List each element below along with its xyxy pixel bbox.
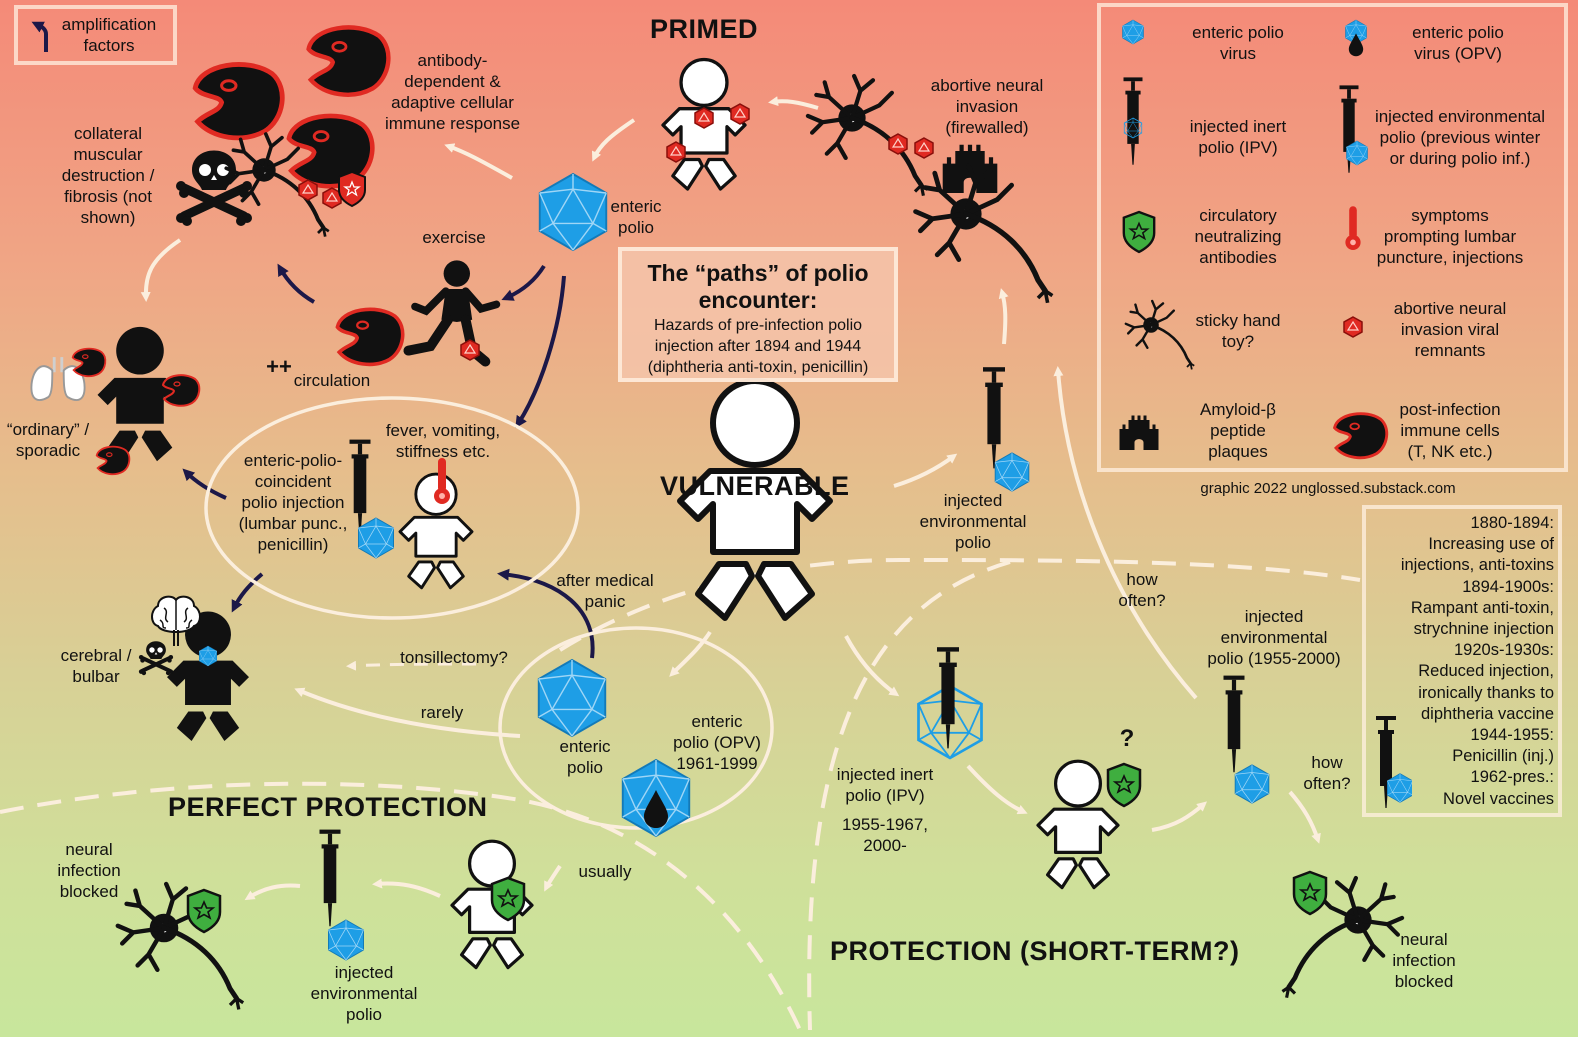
legend-item-line: enteric polio bbox=[1412, 23, 1504, 42]
timeline-line: 1920s-1930s: bbox=[1454, 641, 1554, 660]
legend-item-enteric-polio-virus: enteric polio virus bbox=[1162, 22, 1314, 64]
label-circulation-plus: ++ bbox=[266, 354, 292, 379]
legend-item-line: puncture, injections bbox=[1376, 248, 1524, 267]
legend-item-line: prompting lumbar bbox=[1383, 227, 1517, 246]
timeline-line: diphtheria vaccine bbox=[1421, 704, 1554, 723]
legend-item-line: polio (previous winter bbox=[1379, 128, 1541, 147]
legend-box bbox=[1097, 3, 1568, 472]
timeline-line: Increasing use of bbox=[1428, 535, 1554, 554]
label-question-mark: ? bbox=[1119, 725, 1135, 752]
label-ipv-years: 1955-1967,2000- bbox=[841, 815, 929, 855]
amplification-box bbox=[14, 5, 177, 65]
timeline-box bbox=[1362, 505, 1562, 817]
legend-item-remnant: abortive neural invasion viral remnants bbox=[1360, 298, 1540, 361]
legend-item-line: polio (IPV) bbox=[1198, 138, 1278, 157]
timeline-line: 1894-1900s: bbox=[1462, 577, 1554, 596]
subtitle-line-2: injection after 1894 and 1944 bbox=[654, 338, 862, 355]
timeline-line: Reduced injection, bbox=[1418, 662, 1554, 681]
legend-item-line: injected environmental bbox=[1374, 107, 1546, 126]
timeline-syringe-icon bbox=[1376, 716, 1412, 808]
legend-item-line: virus (OPV) bbox=[1414, 44, 1502, 63]
legend-item-line: post-infection bbox=[1399, 400, 1501, 419]
amplification-label: amplification factors bbox=[61, 15, 157, 55]
heading-vulnerable: VULNERABLE bbox=[660, 471, 850, 501]
legend-item-line: antibodies bbox=[1199, 248, 1277, 267]
legend-item-line: peptide bbox=[1210, 421, 1266, 440]
legend-item-line: neutralizing bbox=[1194, 227, 1282, 246]
timeline-line: Rampant anti-toxin, bbox=[1410, 598, 1554, 617]
amplification-arrow-icon bbox=[31, 21, 48, 52]
subtitle-line-3: (diphtheria anti-toxin, penicillin) bbox=[647, 359, 869, 376]
heading-perfect-protection: PERFECT PROTECTION bbox=[168, 792, 488, 822]
legend-item-line: abortive neural bbox=[1393, 299, 1507, 318]
label-fever-vomiting: fever, vomiting,stiffness etc. bbox=[385, 421, 501, 461]
legend-item-line: Amyloid-β bbox=[1200, 400, 1276, 419]
legend-item-line: injected inert bbox=[1189, 117, 1287, 136]
timeline-line: Novel vaccines bbox=[1443, 789, 1554, 808]
legend-item-line: invasion viral bbox=[1400, 320, 1500, 339]
legend-item-line: (T, NK etc.) bbox=[1407, 442, 1493, 461]
label-usually: usually bbox=[578, 862, 632, 881]
legend-item-castle: Amyloid-β peptide plaques bbox=[1162, 399, 1314, 462]
legend-item-line: or during polio inf.) bbox=[1389, 149, 1531, 168]
timeline-line: 1962-pres.: bbox=[1470, 768, 1554, 787]
label-cerebral-bulbar: cerebral /bulbar bbox=[60, 646, 132, 686]
timeline-line: 1880-1894: bbox=[1470, 514, 1555, 532]
title-line-2: encounter: bbox=[698, 287, 818, 313]
timeline-line: Penicillin (inj.) bbox=[1452, 747, 1554, 766]
heading-primed: PRIMED bbox=[650, 14, 759, 44]
legend-item-line: sticky hand bbox=[1195, 311, 1281, 330]
legend-item-injected-ipv: injected inert polio (IPV) bbox=[1162, 116, 1314, 158]
legend-item-thermometer: symptoms prompting lumbar puncture, inject… bbox=[1360, 205, 1540, 268]
legend-item-neuron: sticky hand toy? bbox=[1162, 310, 1314, 352]
legend-item-shield-antibody: circulatory neutralizing antibodies bbox=[1162, 205, 1314, 268]
title-box: The “paths” of polio encounter: Hazards … bbox=[618, 247, 898, 382]
timeline-line: strychnine injection bbox=[1413, 620, 1554, 639]
legend-item-line: virus bbox=[1220, 44, 1256, 63]
legend-item-immune-cell: post-infection immune cells (T, NK etc.) bbox=[1360, 399, 1540, 462]
timeline-line: 1944-1955: bbox=[1470, 726, 1555, 745]
timeline-text: 1880-1894: Increasing use of injections,… bbox=[1368, 513, 1554, 810]
timeline-line: injections, anti-toxins bbox=[1400, 556, 1554, 575]
heading-protection-short-term: PROTECTION (SHORT-TERM?) bbox=[830, 936, 1240, 966]
label-exercise: exercise bbox=[422, 228, 486, 247]
legend-item-enteric-polio-opv: enteric polio virus (OPV) bbox=[1368, 22, 1548, 64]
credit-text: graphic 2022 unglossed.substack.com bbox=[1200, 480, 1456, 497]
legend-item-line: remnants bbox=[1414, 341, 1486, 360]
label-circulation: circulation bbox=[293, 371, 371, 390]
legend-item-line: enteric polio bbox=[1192, 23, 1284, 42]
legend-item-line: circulatory bbox=[1199, 206, 1277, 225]
timeline-line: ironically thanks to bbox=[1418, 683, 1554, 702]
legend-item-line: immune cells bbox=[1400, 421, 1500, 440]
label-ordinary-sporadic: “ordinary” /sporadic bbox=[6, 420, 90, 460]
legend-item-line: toy? bbox=[1221, 332, 1255, 351]
label-rarely: rarely bbox=[420, 703, 464, 722]
subtitle-line-1: Hazards of pre-infection polio bbox=[653, 317, 863, 334]
title-line-1: The “paths” of polio bbox=[647, 260, 869, 286]
legend-item-line: plaques bbox=[1208, 442, 1268, 461]
legend-item-injected-env-polio: injected environmental polio (previous wi… bbox=[1360, 106, 1560, 169]
flow-arrows bbox=[0, 96, 1361, 1031]
label-tonsillectomy: tonsillectomy? bbox=[400, 648, 508, 667]
legend-item-line: symptoms bbox=[1411, 206, 1489, 225]
